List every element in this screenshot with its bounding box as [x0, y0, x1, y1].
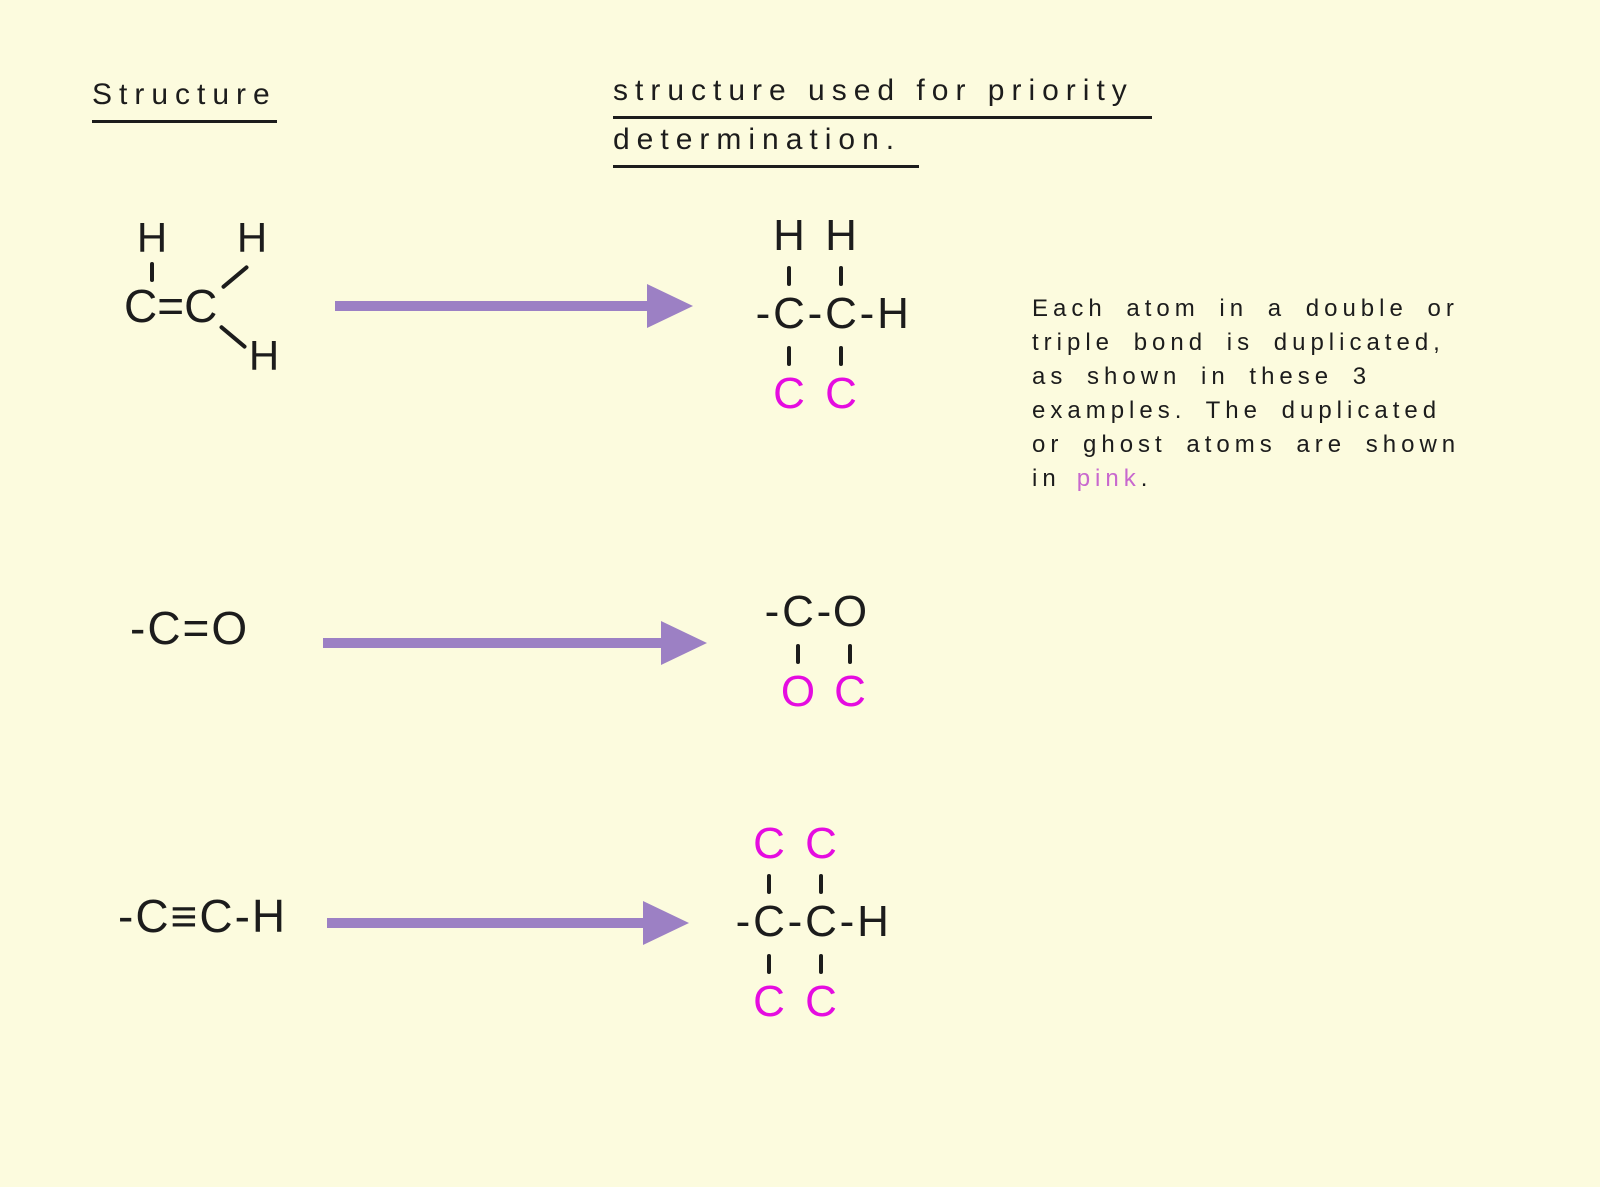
atom-h: H: [248, 332, 280, 379]
atom-h: H: [857, 897, 889, 946]
note-last-prefix: in: [1032, 465, 1061, 492]
note-line: triple bond is duplicated,: [1032, 329, 1445, 356]
ghost-atom-c: C: [825, 369, 857, 418]
ghost-atom-c: C: [753, 819, 785, 868]
arrow-right-icon: [327, 901, 690, 945]
ghost-atom-c: C: [773, 369, 805, 418]
structure-ethene-duplicated: H H - C - C - H C C: [755, 212, 915, 422]
ghost-atom-c: C: [805, 819, 837, 868]
heading-left-text: Structure: [92, 78, 277, 123]
single-bond: [150, 262, 154, 282]
atom-h: H: [136, 214, 168, 261]
arrow-head: [647, 284, 693, 328]
bond-dash: -: [816, 587, 832, 636]
atom-c: C: [753, 897, 785, 946]
structure-carbonyl-duplicated: - C - O O C: [764, 588, 874, 718]
single-bond: [220, 264, 250, 290]
note-line: Each atom in a double or: [1032, 295, 1459, 322]
arrow-shaft: [335, 301, 648, 311]
arrow-shaft: [327, 918, 644, 928]
single-bond: [819, 874, 823, 894]
alkyne-formula: -C≡C-H: [118, 890, 288, 942]
atom-c: C: [782, 587, 814, 636]
atom-h: H: [877, 289, 909, 338]
note-line: as shown in these 3: [1032, 363, 1372, 390]
note-line: or ghost atoms are shown: [1032, 431, 1461, 458]
structure-alkyne-duplicated: C C - C - C - H C C: [735, 820, 895, 1030]
arrow-shaft: [323, 638, 662, 648]
arrow-right-icon: [335, 284, 693, 328]
heading-right-line2: determination.: [613, 123, 920, 168]
arrow-head: [643, 901, 689, 945]
single-bond: [839, 266, 843, 286]
bond-dash: -: [859, 289, 875, 338]
atom-h: H: [773, 211, 805, 260]
atom-c: C: [773, 289, 805, 338]
arrow-right-icon: [323, 621, 708, 665]
ghost-atom-c: C: [805, 977, 837, 1026]
note-line: examples. The duplicated: [1032, 397, 1442, 424]
structure-ethene: H H C=C H: [122, 216, 302, 386]
bond-dash: -: [787, 897, 803, 946]
atom-c: C: [825, 289, 857, 338]
heading-right-line1: structure used for priority: [613, 74, 1152, 119]
single-bond: [218, 324, 248, 350]
ghost-atom-c: C: [834, 667, 866, 716]
atom-o: O: [832, 587, 868, 636]
atom-h: H: [236, 214, 268, 261]
single-bond: [767, 874, 771, 894]
arrow-head: [661, 621, 707, 665]
bond-dash: -: [755, 289, 771, 338]
single-bond: [848, 644, 852, 664]
ghost-atom-o: O: [780, 667, 816, 716]
bond-dash: -: [839, 897, 855, 946]
bond-dash: -: [807, 289, 823, 338]
single-bond: [787, 346, 791, 366]
atom-c: C: [805, 897, 837, 946]
atom-h: H: [825, 211, 857, 260]
single-bond: [767, 954, 771, 974]
note-last-suffix: .: [1140, 465, 1153, 492]
carbonyl-formula: -C=O: [130, 602, 250, 654]
ghost-atom-c: C: [753, 977, 785, 1026]
note-pink-word: pink: [1076, 465, 1141, 492]
bond-dash: -: [735, 897, 751, 946]
single-bond: [839, 346, 843, 366]
single-bond: [819, 954, 823, 974]
single-bond: [787, 266, 791, 286]
column-heading-structure: Structure: [92, 78, 277, 123]
explanatory-note: Each atom in a double or triple bond is …: [1032, 292, 1532, 496]
bond-dash: -: [764, 587, 780, 636]
double-bond-backbone: C=C: [124, 280, 218, 332]
single-bond: [796, 644, 800, 664]
column-heading-priority-structure: structure used for priority determinatio…: [613, 74, 1152, 168]
